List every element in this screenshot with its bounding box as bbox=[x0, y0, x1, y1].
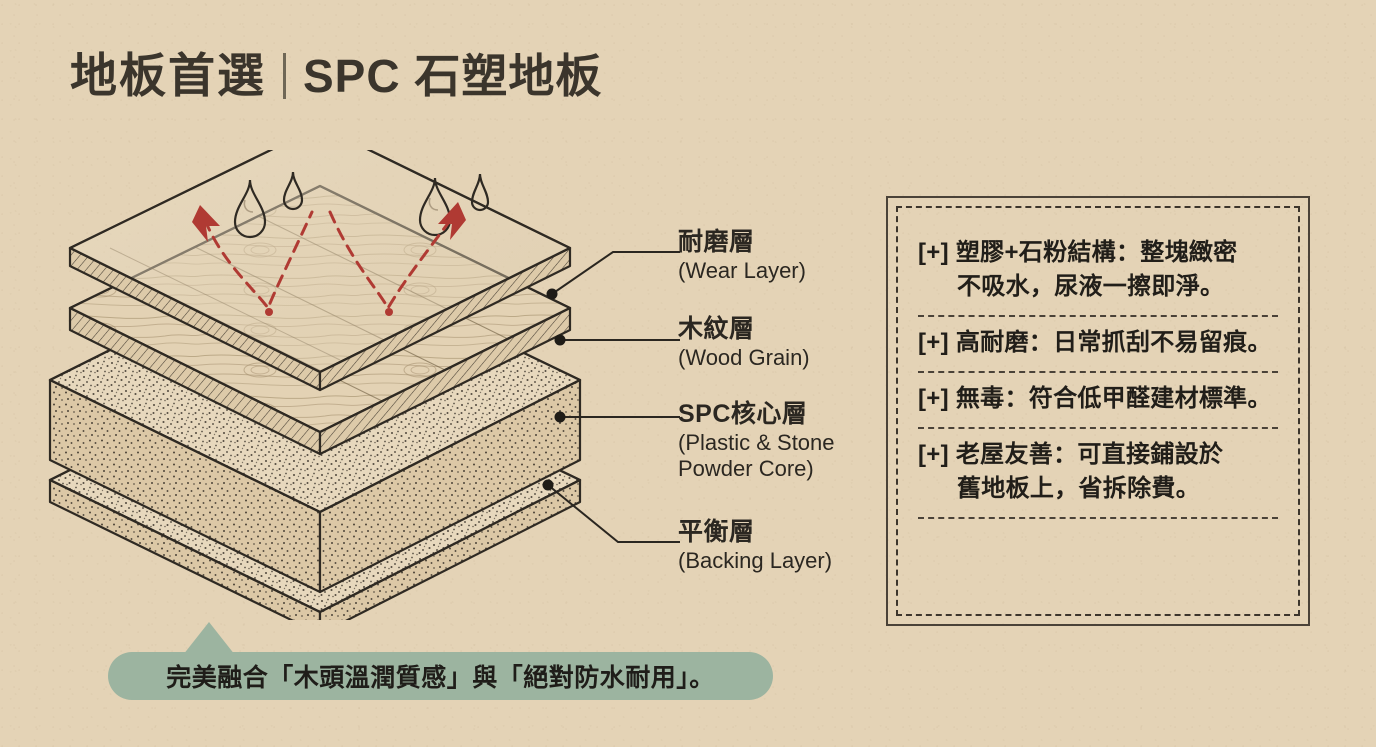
layer-label-wood-grain-en: (Wood Grain) bbox=[678, 344, 810, 370]
layer-label-spc-core: SPC核心層 (Plastic & Stone Powder Core) bbox=[678, 400, 835, 482]
repel-impact-dots bbox=[265, 308, 393, 316]
repel-arrow-right bbox=[328, 210, 454, 312]
droplet-small-left bbox=[282, 171, 304, 211]
leader-dots bbox=[542, 288, 566, 491]
droplet-highlights bbox=[243, 197, 439, 213]
layer-label-spc-core-en-line2: Powder Core) bbox=[678, 455, 814, 481]
leader-lines bbox=[547, 251, 680, 543]
water-repel-arrows bbox=[203, 210, 454, 312]
feature-item: [+] 無毒：符合低甲醛建材標準。 bbox=[918, 373, 1278, 430]
layer-label-wood-grain-cn: 木紋層 bbox=[678, 315, 755, 343]
repel-arrow-left bbox=[203, 210, 314, 312]
leader-wear bbox=[551, 251, 680, 295]
water-droplets-group bbox=[233, 171, 490, 239]
page-title: 地板首選 SPC 石塑地板 bbox=[70, 52, 602, 99]
feature-item-line1: [+] 高耐磨：日常抓刮不易留痕。 bbox=[918, 329, 1272, 357]
title-main-text: 地板首選 bbox=[70, 49, 266, 102]
layer-label-spc-core-en-line1: (Plastic & Stone bbox=[678, 429, 835, 455]
feature-item-line1: [+] 無毒：符合低甲醛建材標準。 bbox=[918, 385, 1272, 413]
layer-label-wood-grain: 木紋層 (Wood Grain) bbox=[678, 315, 810, 371]
feature-item: [+] 高耐磨：日常抓刮不易留痕。 bbox=[918, 317, 1278, 374]
title-sub-text: SPC 石塑地板 bbox=[303, 49, 603, 102]
layer-label-backing: 平衡層 (Backing Layer) bbox=[678, 518, 832, 574]
feature-panel-inner-border: [+] 塑膠+石粉結構：整塊緻密 不吸水，尿液一擦即淨。 [+] 高耐磨：日常抓… bbox=[896, 206, 1300, 616]
layer-label-spc-core-cn: SPC核心層 bbox=[678, 400, 808, 428]
layer-label-wear-cn: 耐磨層 bbox=[678, 228, 755, 256]
repel-arrowheads bbox=[192, 202, 466, 242]
layer-label-backing-cn: 平衡層 bbox=[678, 518, 755, 546]
droplet-large-right bbox=[418, 177, 452, 237]
layer-label-backing-en: (Backing Layer) bbox=[678, 547, 833, 573]
layer-label-wear-en: (Wear Layer) bbox=[678, 257, 806, 283]
droplet-large-left bbox=[233, 179, 267, 239]
feature-item-line1: [+] 塑膠+石粉結構：整塊緻密 bbox=[918, 239, 1238, 266]
feature-panel: [+] 塑膠+石粉結構：整塊緻密 不吸水，尿液一擦即淨。 [+] 高耐磨：日常抓… bbox=[886, 196, 1310, 626]
spc-layer-diagram bbox=[40, 150, 680, 620]
feature-item: [+] 老屋友善：可直接鋪設於 舊地板上，省拆除費。 bbox=[918, 429, 1278, 520]
feature-item-line1: [+] 老屋友善：可直接鋪設於 bbox=[918, 441, 1224, 469]
feature-item-line2: 不吸水，尿液一擦即淨。 bbox=[957, 273, 1225, 301]
feature-item: [+] 塑膠+石粉結構：整塊緻密 不吸水，尿液一擦即淨。 bbox=[918, 224, 1278, 318]
feature-item-line2: 舊地板上，省拆除費。 bbox=[957, 475, 1200, 503]
droplet-small-right bbox=[470, 173, 490, 212]
summary-banner: 完美融合「木頭溫潤質感」與「絕對防水耐用」。 bbox=[108, 652, 773, 700]
summary-banner-text: 完美融合「木頭溫潤質感」與「絕對防水耐用」。 bbox=[166, 664, 715, 692]
leader-backing bbox=[547, 484, 680, 543]
layer-label-wear: 耐磨層 (Wear Layer) bbox=[678, 228, 806, 284]
banner-pointer-triangle bbox=[183, 622, 235, 655]
title-separator-bar bbox=[283, 52, 286, 99]
